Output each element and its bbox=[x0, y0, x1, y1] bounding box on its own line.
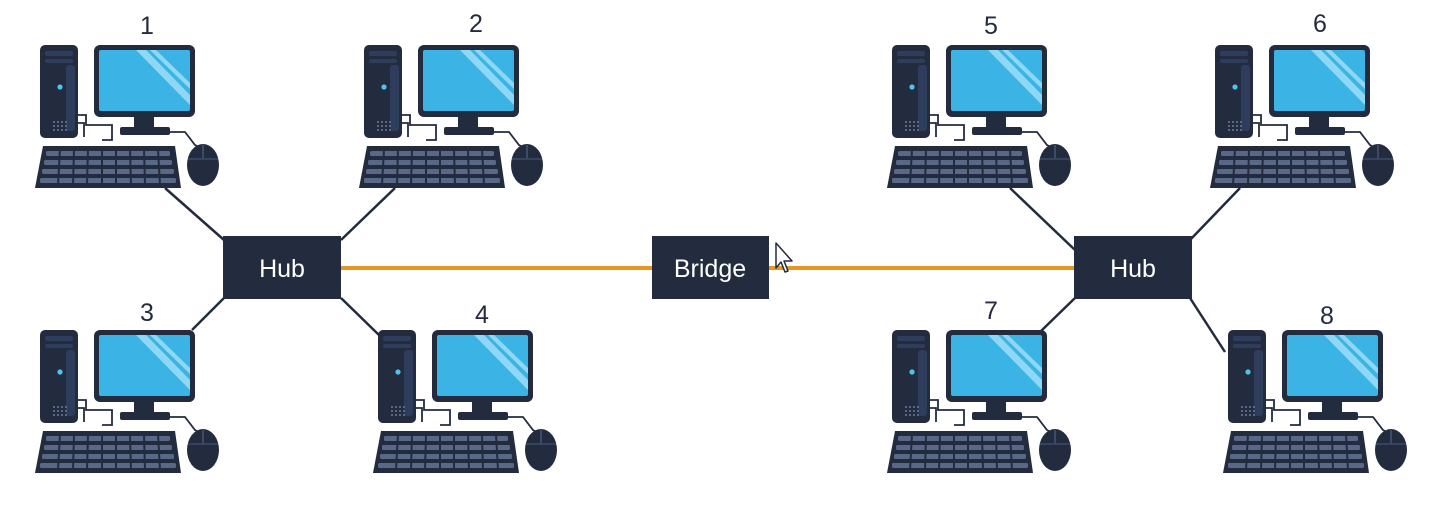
computer-label: 5 bbox=[984, 12, 998, 40]
mouse-cursor-icon bbox=[775, 242, 793, 273]
computer-4: 4 bbox=[372, 301, 558, 474]
link-pc6-hub bbox=[1189, 187, 1241, 241]
link-pc4-hub bbox=[340, 297, 381, 337]
link-pc5-hub bbox=[1009, 187, 1076, 251]
computer-6: 6 bbox=[1209, 10, 1395, 189]
computer-1: 1 bbox=[34, 12, 220, 189]
hub-right: Hub bbox=[1074, 236, 1192, 299]
links bbox=[164, 187, 1241, 353]
link-pc2-hub bbox=[340, 187, 396, 241]
computer-label: 6 bbox=[1313, 10, 1327, 38]
hub-left-label: Hub bbox=[259, 255, 305, 283]
computer-2: 2 bbox=[358, 10, 544, 189]
computer-label: 1 bbox=[140, 12, 154, 40]
link-pc1-hub bbox=[164, 187, 225, 241]
computer-label: 2 bbox=[469, 10, 483, 38]
computer-5: 5 bbox=[886, 12, 1072, 189]
hub-right-label: Hub bbox=[1110, 255, 1156, 283]
computer-label: 8 bbox=[1320, 302, 1334, 330]
bridge-label: Bridge bbox=[674, 255, 746, 283]
link-pc3-hub bbox=[191, 297, 225, 331]
bridge: Bridge bbox=[652, 236, 769, 299]
hub-left: Hub bbox=[223, 236, 341, 299]
computer-3: 3 bbox=[34, 299, 220, 474]
computer-7: 7 bbox=[886, 297, 1072, 474]
computer-8: 8 bbox=[1222, 302, 1408, 474]
computer-label: 4 bbox=[475, 301, 489, 329]
computer-label: 7 bbox=[984, 297, 998, 325]
link-pc7-hub bbox=[1039, 297, 1076, 333]
computer-label: 3 bbox=[140, 299, 154, 327]
link-pc8-hub bbox=[1188, 297, 1227, 353]
